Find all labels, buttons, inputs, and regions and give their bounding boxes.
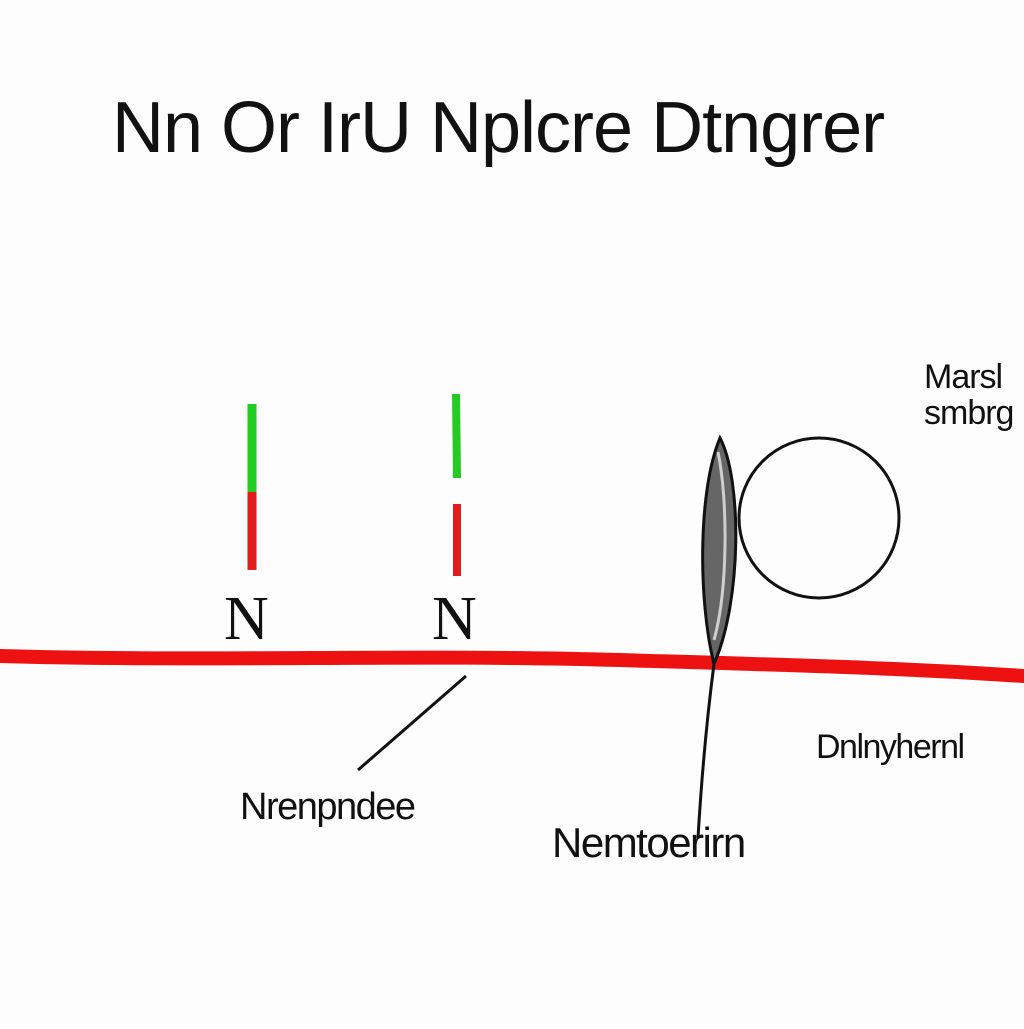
callout-middle: Nemtoerirn [552,822,745,864]
callout-left: Nrenpndee [240,788,415,826]
side-note-line-2: smbrg [924,396,1013,432]
right-pole-label: N [432,588,477,650]
baseline-red-line [0,656,1024,676]
callout-right: Dnlnyhernl [816,730,964,764]
left-pole-label: N [224,588,269,650]
circle-outline [739,438,899,598]
needle-pointer-stem [698,664,714,838]
right-pole-north-segment [456,394,457,478]
callout-pointer-line [358,676,466,770]
side-note: Marsl smbrg [924,360,1013,431]
side-note-line-1: Marsl [924,360,1013,396]
compass-needle [703,438,736,664]
diagram-title: Nn Or IrU Nplcre Dtngrer [112,92,884,164]
